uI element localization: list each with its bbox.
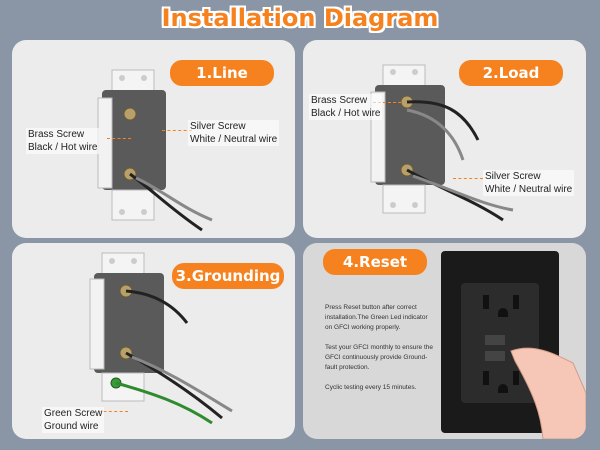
reset-instructions: Press Reset button after correct install… (325, 303, 435, 403)
brass-screw-label: Brass Screw Black / Hot wire (309, 94, 383, 120)
outlet-side-illustration (89, 252, 233, 425)
step-badge-load: 2.Load (459, 60, 563, 86)
reset-paragraph-1: Press Reset button after correct install… (325, 304, 428, 331)
green-screw-label: Green Screw Ground wire (42, 407, 105, 433)
leader-line (162, 130, 192, 131)
panel-load: 2.Load Brass Screw Black / Hot wire Silv… (303, 40, 586, 238)
leader-line (453, 178, 483, 179)
gfci-outlet-front (441, 251, 586, 439)
leader-line (107, 138, 131, 139)
reset-paragraph-2: Test your GFCI monthly to ensure the GFC… (325, 344, 434, 371)
leader-line (373, 102, 401, 103)
brass-screw-label: Brass Screw Black / Hot wire (26, 128, 100, 154)
step-badge-grounding: 3.Grounding (172, 263, 284, 289)
page-title: Installation Diagram (161, 4, 439, 32)
step-badge-line: 1.Line (170, 60, 274, 86)
silver-screw-label: Silver Screw White / Neutral wire (483, 170, 575, 196)
reset-paragraph-3: Cyclic testing every 15 minutes. (325, 384, 417, 391)
panel-line: 1.Line Brass Screw Black / Hot wire Silv… (12, 40, 295, 238)
panel-reset: 4.Reset Press Reset button after correct… (303, 243, 586, 439)
outlet-side-illustration (370, 64, 514, 222)
silver-screw-label: Silver Screw White / Neutral wire (188, 120, 280, 146)
step-badge-reset: 4.Reset (323, 249, 427, 275)
leader-line (98, 411, 128, 412)
panel-grounding: 3.Grounding Green Screw Ground wire (12, 243, 295, 439)
